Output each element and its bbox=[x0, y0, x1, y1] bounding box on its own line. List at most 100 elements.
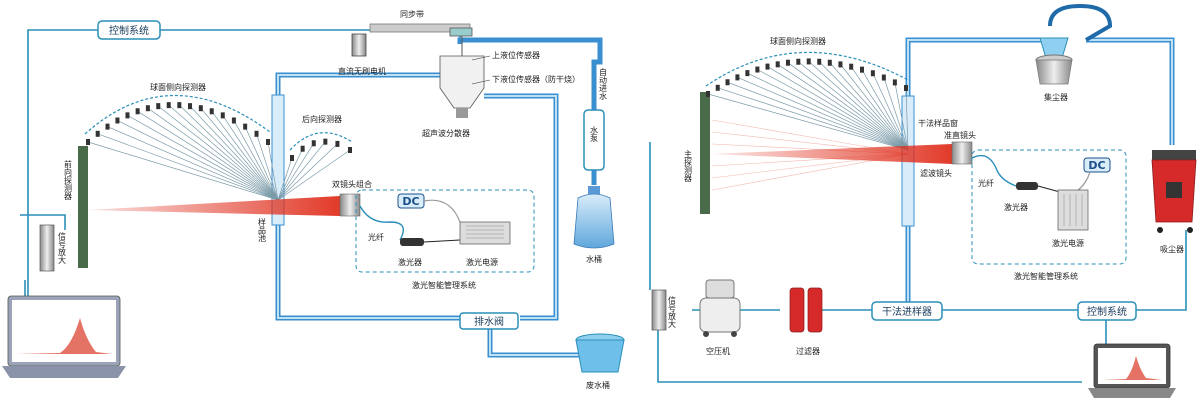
scatter-line bbox=[117, 120, 279, 201]
scatter-line bbox=[727, 81, 909, 151]
front-detector bbox=[78, 146, 88, 268]
dry-sampler-box[interactable] bbox=[871, 301, 943, 321]
main-detector bbox=[700, 92, 710, 214]
scatter-line bbox=[137, 110, 279, 201]
scatter-line bbox=[189, 105, 279, 201]
scatter-line bbox=[905, 87, 909, 151]
detector-element bbox=[706, 91, 710, 97]
scatter-line bbox=[737, 77, 909, 151]
scatter-line bbox=[747, 72, 909, 151]
detector-element bbox=[231, 117, 236, 124]
left-control-system-label: 控制系统 bbox=[109, 24, 149, 37]
scatter-line bbox=[277, 149, 351, 201]
detector-element bbox=[881, 74, 886, 81]
detector-element bbox=[135, 108, 140, 115]
scatter-line bbox=[147, 107, 279, 201]
detector-element bbox=[86, 139, 90, 145]
air-compressor-label: 空压机 bbox=[706, 346, 730, 356]
dc-motor bbox=[351, 33, 367, 57]
detector-element bbox=[838, 61, 843, 68]
right-dc-text: DC bbox=[1088, 159, 1105, 172]
detector-element bbox=[755, 66, 760, 73]
back-detector-label: 后向探测器 bbox=[302, 114, 342, 124]
detector-element bbox=[892, 79, 897, 86]
collimator-label: 准直镜头 bbox=[944, 130, 976, 140]
water-bucket-label: 水桶 bbox=[586, 254, 602, 264]
right-laser-mgmt-label: 激光智能管理系统 bbox=[1014, 271, 1078, 281]
scatter-line bbox=[127, 115, 279, 201]
filter-lens-label: 滤波镜头 bbox=[920, 168, 952, 178]
detector-element bbox=[188, 103, 193, 110]
right-laptop bbox=[1088, 343, 1176, 398]
detector-element bbox=[198, 105, 203, 112]
right-laser-beam bbox=[710, 144, 952, 164]
detector-element bbox=[145, 105, 150, 112]
scatter-line bbox=[244, 126, 279, 201]
scatter-line bbox=[777, 64, 909, 151]
scatter-line bbox=[717, 87, 909, 151]
sphere-detector-arc bbox=[84, 95, 271, 135]
scatter-line bbox=[277, 143, 315, 201]
detector-element bbox=[300, 145, 305, 152]
scatter-line bbox=[767, 66, 909, 151]
scatter-line bbox=[158, 105, 279, 201]
right-control-system-box[interactable] bbox=[1077, 301, 1137, 321]
detector-element bbox=[105, 123, 110, 130]
left-control-system-box[interactable] bbox=[97, 20, 161, 40]
left-laser-beam bbox=[88, 196, 340, 216]
left-laser-mgmt-label: 激光智能管理系统 bbox=[412, 280, 476, 290]
scatter-line bbox=[798, 61, 909, 151]
scatter-line bbox=[179, 104, 279, 201]
right-laser-mgmt-box bbox=[971, 149, 1127, 265]
left-scatter-lines bbox=[86, 102, 279, 201]
left-dc-text: DC bbox=[402, 195, 419, 208]
filter-unit bbox=[789, 287, 823, 333]
detector-element bbox=[785, 59, 790, 66]
sync-belt-label: 同步带 bbox=[400, 10, 424, 19]
detector-element bbox=[323, 138, 328, 145]
left-signal-amp-label: 信号放大 bbox=[58, 231, 67, 265]
left-laser bbox=[400, 238, 424, 246]
scatter-line bbox=[256, 133, 279, 201]
sample-cell-label: 样品池 bbox=[258, 217, 267, 242]
sphere-detector-label: 球面侧向探测器 bbox=[150, 82, 206, 92]
left-laptop bbox=[2, 295, 126, 378]
scatter-line bbox=[707, 93, 909, 151]
collimator-lens bbox=[951, 141, 973, 165]
detector-element bbox=[735, 74, 740, 81]
scatter-line bbox=[97, 133, 279, 201]
main-detector-label: 主探测器 bbox=[684, 149, 693, 183]
detector-element bbox=[125, 112, 130, 119]
dust-hose bbox=[1048, 3, 1113, 42]
waste-bucket bbox=[575, 333, 625, 373]
scatter-line bbox=[277, 148, 303, 201]
back-detector-arc bbox=[289, 132, 353, 151]
right-sphere-detector-arc bbox=[705, 51, 909, 87]
left-laser-mgmt-box bbox=[355, 189, 535, 273]
scatter-line bbox=[277, 143, 338, 201]
detector-element bbox=[725, 79, 730, 86]
detector-element bbox=[335, 140, 340, 147]
scatter-line bbox=[787, 62, 909, 151]
detector-element bbox=[796, 58, 801, 65]
detector-element bbox=[254, 130, 259, 137]
right-control-system-label: 控制系统 bbox=[1087, 305, 1127, 318]
ultrasonic-label: 超声波分散器 bbox=[422, 128, 470, 138]
right-laser-power bbox=[1057, 189, 1089, 231]
detector-element bbox=[827, 59, 832, 66]
left-system: 控制系统 同步带 直流无刷电机 超声波分散器 上液位传感器 下液位传感器（防干烧… bbox=[2, 10, 625, 390]
vacuum-label: 吸尘器 bbox=[1160, 244, 1184, 254]
left-back-lines bbox=[277, 138, 352, 201]
drain-valve-box[interactable] bbox=[459, 312, 519, 330]
scatter-line bbox=[861, 69, 909, 151]
scatter-line bbox=[233, 120, 279, 201]
scatter-line bbox=[200, 107, 279, 201]
dry-window-label: 干法样品窗 bbox=[918, 118, 958, 128]
upper-sensor-label: 上液位传感器 bbox=[492, 50, 540, 60]
scatter-line bbox=[808, 61, 909, 151]
detector-element bbox=[311, 140, 316, 147]
water-bucket bbox=[573, 186, 615, 249]
dual-lens-label: 双镜头组合 bbox=[332, 179, 372, 189]
right-system: 集尘器 吸尘器 干法样品窗 主探测器 球面侧向探测器 准直镜头 滤波镜头 激光智… bbox=[649, 3, 1197, 398]
